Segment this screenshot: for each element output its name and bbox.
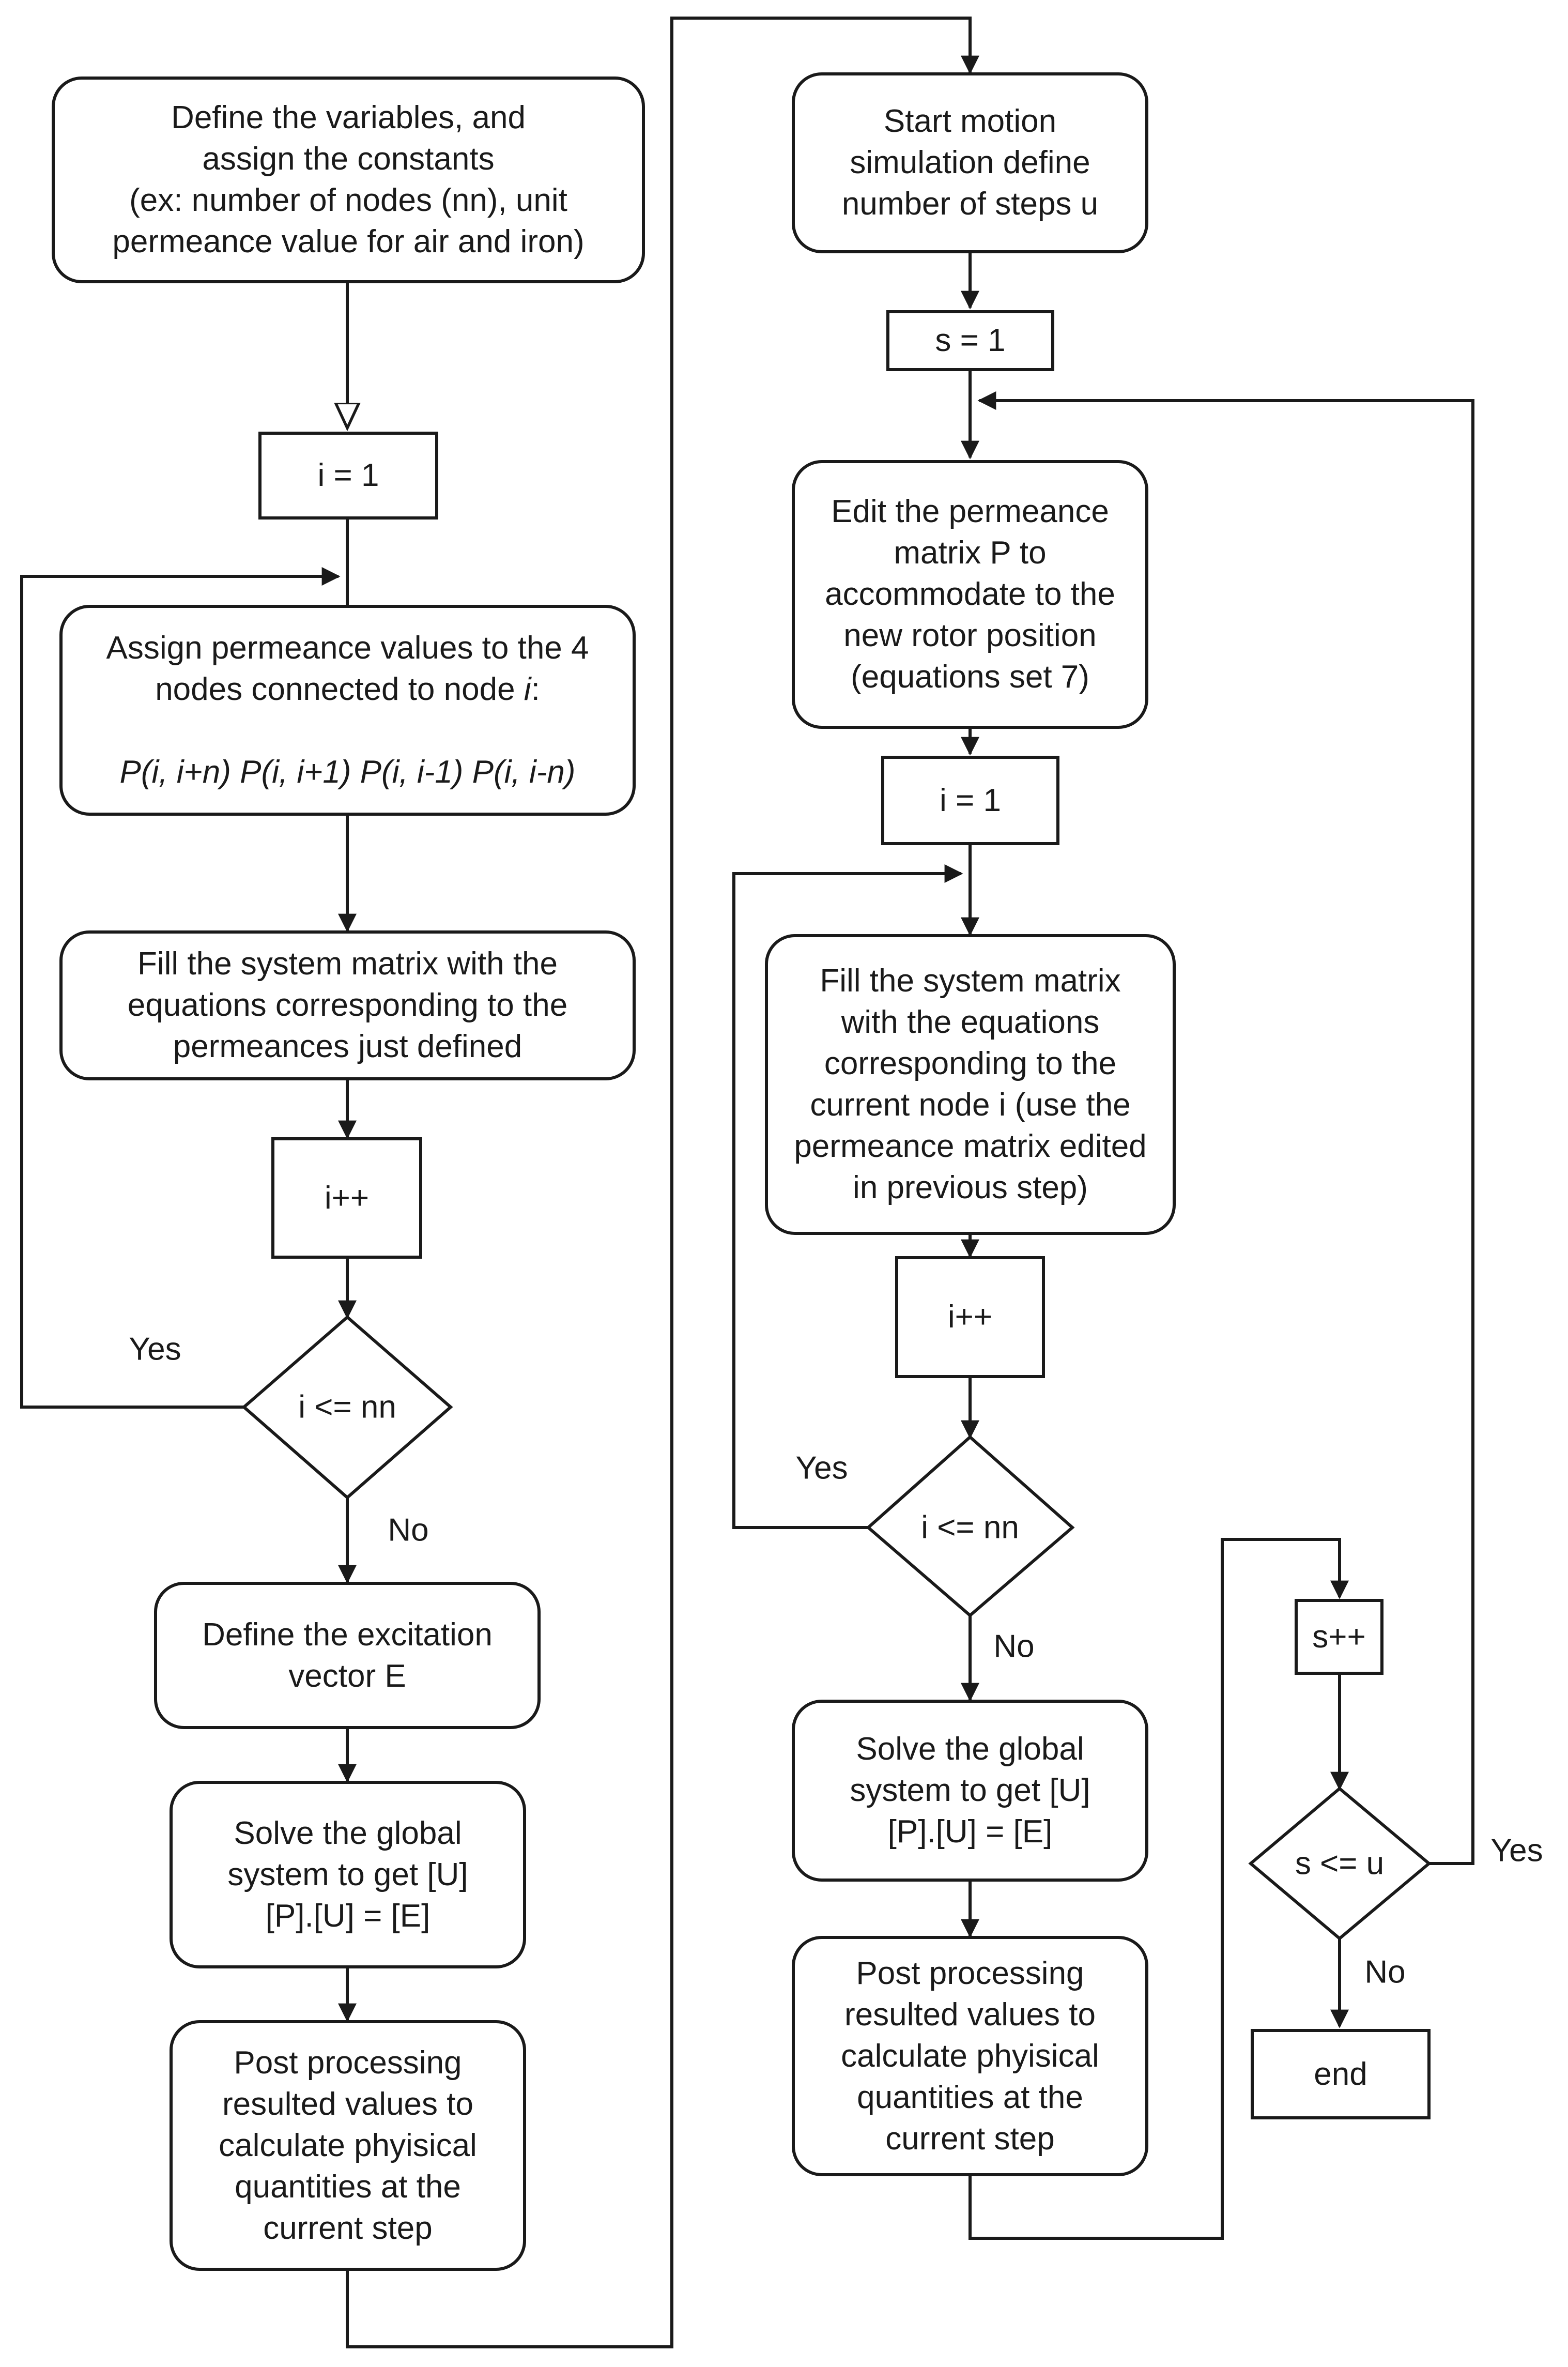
excitation-vector-box: Define the excitation vector E bbox=[154, 1582, 541, 1729]
edit-perm-line-1: Edit the permeance bbox=[831, 494, 1109, 529]
assign-permeance-formula: P(i, i+n) P(i, i+1) P(i, i-1) P(i, i-n) bbox=[119, 754, 576, 790]
assign-permeance-line-1: Assign permeance values to the 4 bbox=[106, 630, 589, 666]
solve-left-line-1: Solve the global bbox=[234, 1815, 462, 1851]
init-s-box: s = 1 bbox=[886, 310, 1054, 371]
label-yes-right: Yes bbox=[795, 1450, 848, 1486]
assign-permeance-colon: : bbox=[531, 671, 540, 707]
edge-loop-left-yes bbox=[20, 567, 341, 1409]
define-variables-line-3: (ex: number of nodes (nn), unit bbox=[129, 182, 567, 218]
init-i-left-box: i = 1 bbox=[258, 432, 438, 520]
start-motion-line-2: simulation define bbox=[850, 145, 1090, 180]
define-variables-box: Define the variables, and assign the con… bbox=[52, 77, 645, 283]
init-s-text: s = 1 bbox=[935, 323, 1006, 358]
start-motion-line-1: Start motion bbox=[883, 103, 1057, 139]
fill-left-line-2: equations corresponding to the bbox=[127, 987, 568, 1023]
post-processing-right-box: Post processing resulted values to calcu… bbox=[792, 1936, 1148, 2176]
solve-left-line-2: system to get [U] bbox=[227, 1856, 468, 1892]
post-left-line-3: calculate phyisical bbox=[219, 2127, 477, 2163]
post-right-line-4: quantities at the bbox=[857, 2079, 1083, 2115]
fill-right-line-4: current node i (use the bbox=[810, 1087, 1131, 1123]
post-left-line-1: Post processing bbox=[234, 2044, 462, 2081]
define-variables-line-4: permeance value for air and iron) bbox=[112, 224, 585, 259]
edge-loop-s-yes bbox=[977, 391, 1474, 1865]
fill-left-line-3: permeances just defined bbox=[173, 1029, 522, 1064]
fill-system-matrix-right-box: Fill the system matrix with the equation… bbox=[765, 934, 1176, 1235]
fill-right-line-2: with the equations bbox=[841, 1004, 1100, 1040]
decision-diamond-s bbox=[1248, 1786, 1432, 1941]
init-i-left-text: i = 1 bbox=[317, 457, 379, 493]
label-no-s: No bbox=[1364, 1954, 1406, 1990]
edit-perm-line-3: accommodate to the bbox=[825, 576, 1115, 612]
edge-post-right-to-sinc bbox=[969, 1538, 1349, 2240]
edit-perm-line-4: new rotor position bbox=[843, 618, 1097, 653]
post-left-line-2: resulted values to bbox=[222, 2086, 473, 2122]
assign-permeance-box: Assign permeance values to the 4 nodes c… bbox=[59, 605, 636, 816]
decision-diamond-left bbox=[241, 1315, 453, 1500]
post-processing-left-box: Post processing resulted values to calcu… bbox=[170, 2020, 526, 2271]
end-text: end bbox=[1314, 2056, 1367, 2092]
solve-right-line-3: [P].[U] = [E] bbox=[887, 1814, 1053, 1850]
fill-right-line-6: in previous step) bbox=[853, 1170, 1088, 1205]
increment-i-left-box: i++ bbox=[271, 1137, 422, 1259]
post-right-line-3: calculate phyisical bbox=[841, 2038, 1099, 2074]
solve-global-right-box: Solve the global system to get [U] [P].[… bbox=[792, 1700, 1148, 1882]
post-right-line-2: resulted values to bbox=[844, 1996, 1096, 2033]
post-right-line-1: Post processing bbox=[856, 1955, 1084, 1991]
increment-i-left-text: i++ bbox=[324, 1180, 370, 1216]
define-variables-line-2: assign the constants bbox=[202, 141, 495, 177]
edge-post-to-right-column bbox=[346, 17, 979, 2348]
decision-s-text: s <= u bbox=[1295, 1845, 1385, 1882]
excitation-line-2: vector E bbox=[288, 1658, 406, 1694]
start-motion-line-3: number of steps u bbox=[841, 186, 1099, 222]
post-left-line-4: quantities at the bbox=[235, 2169, 461, 2205]
decision-left-text: i <= nn bbox=[298, 1389, 396, 1425]
increment-i-right-box: i++ bbox=[895, 1256, 1045, 1378]
label-no-right: No bbox=[993, 1628, 1035, 1664]
fill-right-line-3: corresponding to the bbox=[824, 1046, 1117, 1081]
label-yes-left: Yes bbox=[129, 1331, 181, 1367]
fill-right-line-5: permeance matrix edited bbox=[794, 1128, 1147, 1164]
fill-system-matrix-left-box: Fill the system matrix with the equation… bbox=[59, 930, 636, 1080]
define-variables-line-1: Define the variables, and bbox=[171, 100, 526, 135]
increment-s-box: s++ bbox=[1295, 1599, 1383, 1675]
decision-diamond-right bbox=[866, 1434, 1075, 1617]
edit-perm-line-5: (equations set 7) bbox=[851, 659, 1089, 695]
start-motion-box: Start motion simulation define number of… bbox=[792, 72, 1148, 253]
decision-right-text: i <= nn bbox=[921, 1509, 1019, 1546]
end-box: end bbox=[1251, 2029, 1431, 2119]
solve-right-line-2: system to get [U] bbox=[850, 1773, 1090, 1808]
init-i-right-box: i = 1 bbox=[881, 756, 1059, 845]
fill-left-line-1: Fill the system matrix with the bbox=[137, 946, 558, 982]
increment-i-right-text: i++ bbox=[947, 1299, 993, 1335]
solve-left-line-3: [P].[U] = [E] bbox=[265, 1898, 431, 1934]
label-no-left: No bbox=[388, 1512, 429, 1548]
post-left-line-5: current step bbox=[263, 2210, 433, 2246]
assign-permeance-node-var: i bbox=[524, 671, 531, 707]
edit-perm-line-2: matrix P to bbox=[894, 535, 1047, 571]
excitation-line-1: Define the excitation bbox=[202, 1616, 493, 1653]
solve-global-left-box: Solve the global system to get [U] [P].[… bbox=[170, 1781, 526, 1968]
increment-s-text: s++ bbox=[1312, 1618, 1366, 1655]
label-yes-s: Yes bbox=[1490, 1832, 1543, 1869]
edge-loop-right-yes bbox=[732, 864, 963, 1529]
fill-right-line-1: Fill the system matrix bbox=[820, 963, 1121, 999]
solve-right-line-1: Solve the global bbox=[856, 1731, 1084, 1767]
init-i-right-text: i = 1 bbox=[940, 782, 1001, 818]
edit-permeance-box: Edit the permeance matrix P to accommoda… bbox=[792, 460, 1148, 729]
post-right-line-5: current step bbox=[885, 2120, 1055, 2157]
assign-permeance-line-2: nodes connected to node bbox=[155, 671, 524, 707]
